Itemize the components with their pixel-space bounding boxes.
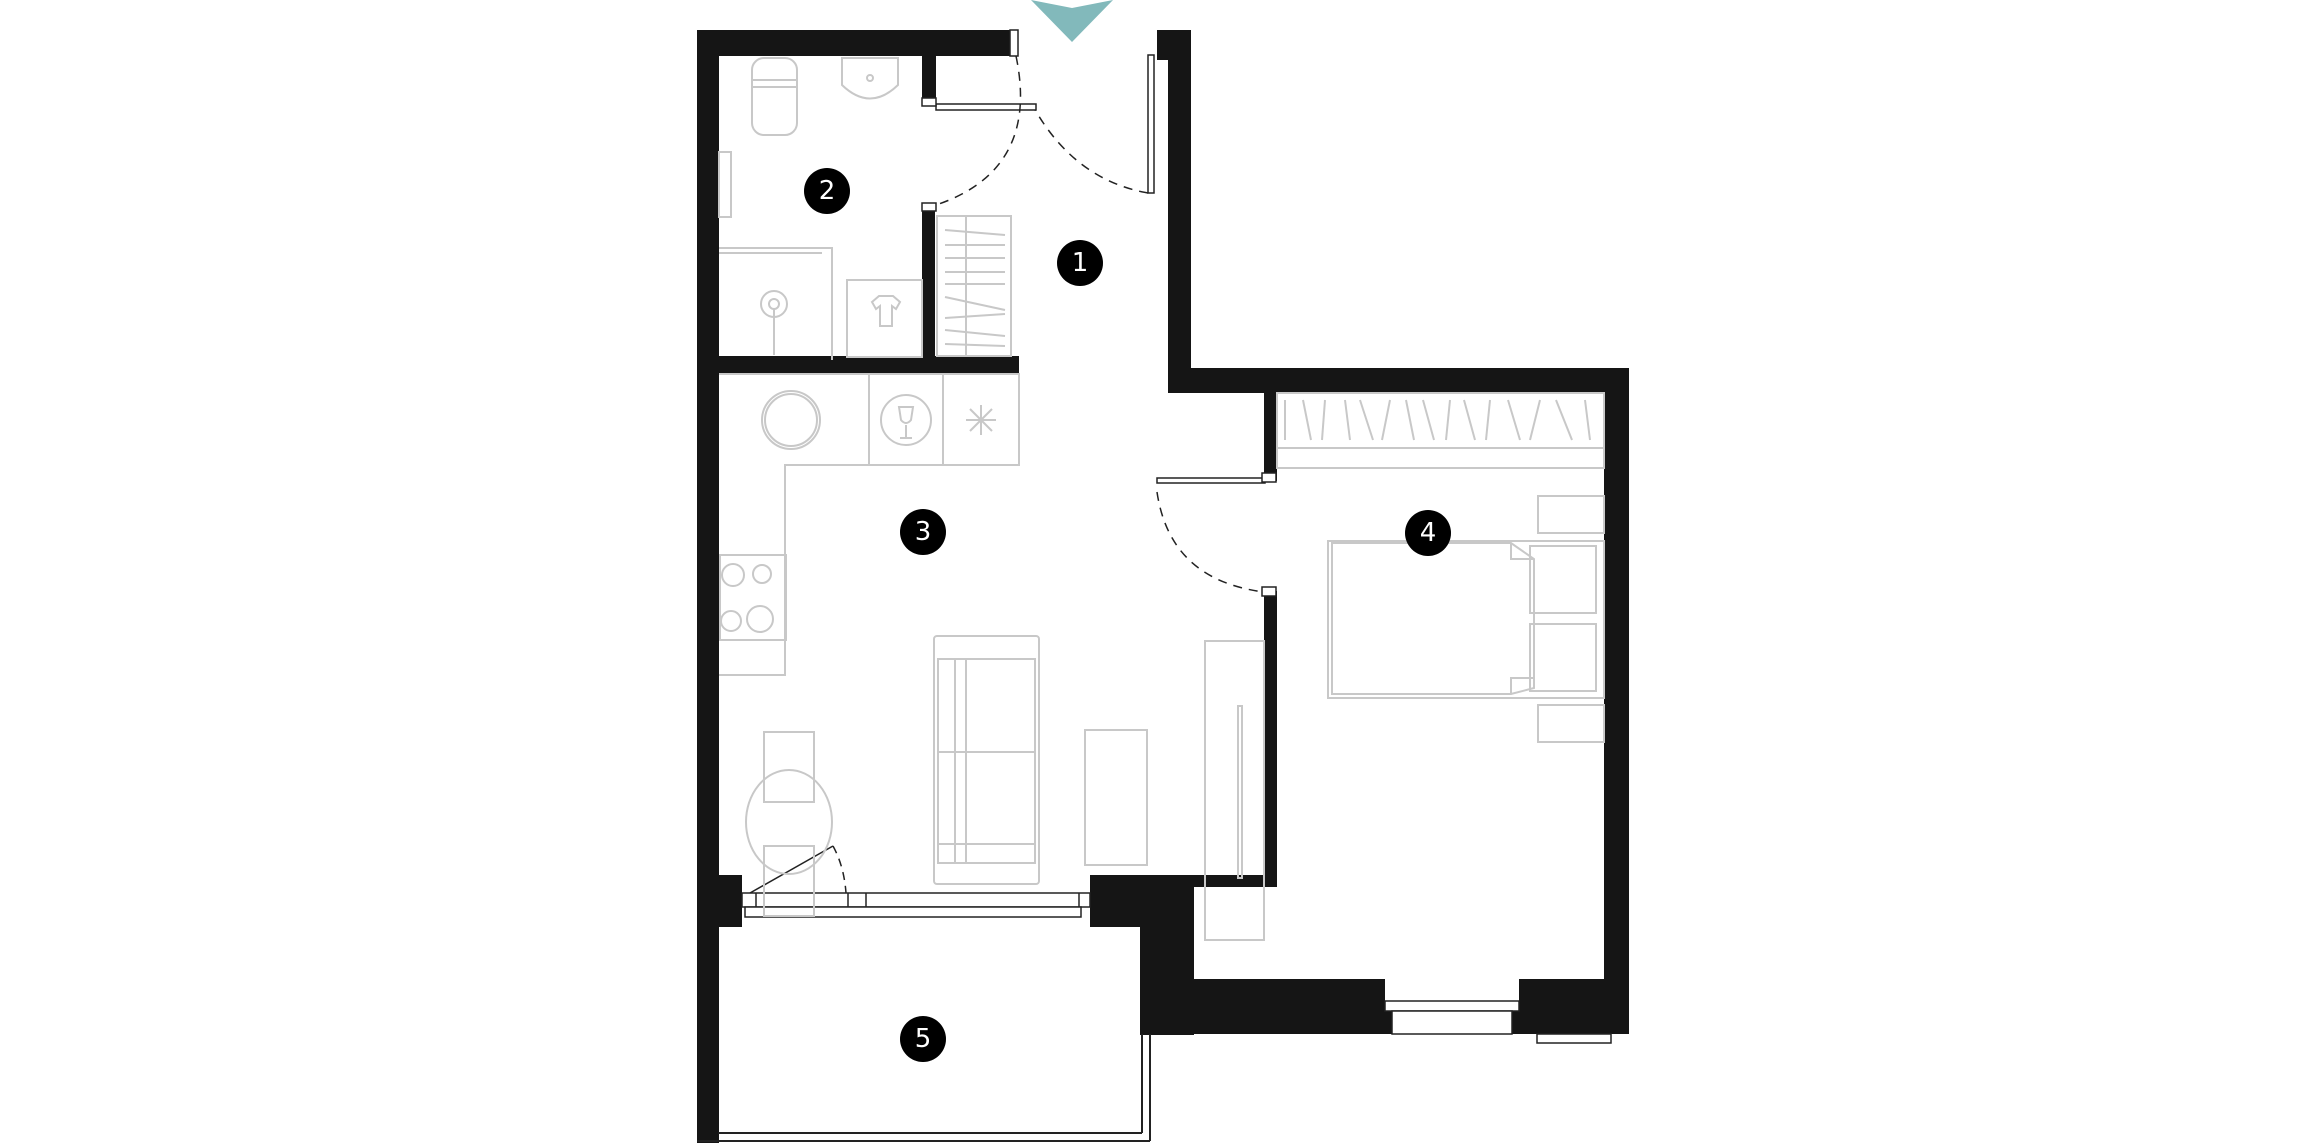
sink-bowl-icon xyxy=(761,390,821,450)
chair-icon xyxy=(763,845,815,917)
nightstand xyxy=(1537,495,1605,534)
coffee-table xyxy=(1084,729,1148,866)
nightstand xyxy=(1537,704,1605,743)
room-label-3: 3 xyxy=(900,509,946,555)
dishwasher-icon xyxy=(880,394,932,446)
sofa xyxy=(933,635,1040,885)
sink-icon xyxy=(841,57,899,100)
room-label-4: 4 xyxy=(1405,510,1451,556)
bedroom-window xyxy=(1384,979,1612,1044)
pillow xyxy=(1529,545,1597,614)
kitchen-counter xyxy=(719,373,1020,676)
room-label-5: 5 xyxy=(900,1016,946,1062)
entrance-door xyxy=(1009,29,1155,194)
dining-table xyxy=(745,769,833,875)
pillow xyxy=(1529,623,1597,692)
balcony-door xyxy=(741,845,1091,918)
bedroom-wardrobe xyxy=(1276,392,1605,469)
toilet-icon xyxy=(751,57,798,136)
tv-stand xyxy=(1204,640,1265,941)
bed xyxy=(1327,540,1605,699)
entry-arrow-icon xyxy=(1031,0,1113,42)
chair-icon xyxy=(763,731,815,803)
bedroom-door xyxy=(1156,472,1277,597)
balcony xyxy=(697,917,1151,1143)
walls xyxy=(697,30,1629,1143)
furniture xyxy=(718,57,1605,941)
bathroom-door xyxy=(921,55,1037,212)
washing-machine-icon xyxy=(846,279,923,358)
fridge-icon xyxy=(966,405,996,435)
tshirt-icon xyxy=(870,295,902,327)
cooktop-icon xyxy=(719,554,787,641)
tv-icon xyxy=(1237,705,1243,879)
room-label-1: 1 xyxy=(1057,240,1103,286)
room-label-2: 2 xyxy=(804,168,850,214)
